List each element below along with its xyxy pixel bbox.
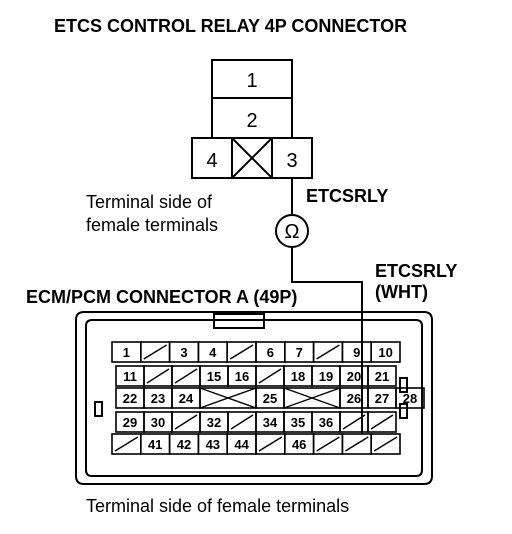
- terminal-number: 27: [375, 391, 389, 406]
- side-key-left: [94, 401, 103, 417]
- terminal-number: 10: [378, 345, 392, 360]
- relay-pin-4: 4: [206, 150, 217, 172]
- ecm-bottom-label: Terminal side of female terminals: [86, 496, 350, 516]
- empty-terminal-slash: [143, 344, 167, 360]
- terminal-number: 9: [353, 345, 360, 360]
- terminal-number: 44: [234, 437, 249, 452]
- terminal-cell: [370, 433, 401, 455]
- empty-terminal-slash: [345, 436, 369, 452]
- empty-terminal-slash: [174, 368, 198, 384]
- probe-bottom-label-line2: (WHT): [375, 282, 428, 302]
- terminal-number: 30: [151, 415, 165, 430]
- probe-wires: [291, 178, 363, 434]
- terminal-number: 19: [319, 369, 333, 384]
- terminal-number: 32: [207, 415, 221, 430]
- empty-terminal-slash: [230, 414, 254, 430]
- terminal-number: 36: [319, 415, 333, 430]
- relay-pin-3: 3: [286, 150, 297, 172]
- empty-terminal-slash: [370, 414, 394, 430]
- terminal-number: 23: [151, 391, 165, 406]
- terminal-number: 25: [263, 391, 277, 406]
- terminal-number: 18: [291, 369, 305, 384]
- terminal-number: 24: [179, 391, 194, 406]
- empty-terminal-slash: [373, 436, 398, 452]
- empty-terminal-slash: [342, 414, 366, 430]
- ecm-connector-title: ECM/PCM CONNECTOR A (49P): [26, 287, 298, 307]
- terminal-number: 15: [207, 369, 221, 384]
- relay-pin-2: 2: [246, 110, 257, 132]
- terminal-number: 11: [123, 369, 137, 384]
- terminal-number: 20: [347, 369, 361, 384]
- empty-terminal-slash: [258, 436, 283, 452]
- ohm-symbol: Ω: [285, 221, 300, 243]
- relay-connector: [191, 59, 313, 179]
- terminal-number: 42: [177, 437, 191, 452]
- terminal-cell: [367, 411, 397, 433]
- terminal-cell: [395, 387, 425, 409]
- empty-terminal-slash: [174, 414, 198, 430]
- terminal-number: 16: [235, 369, 249, 384]
- terminal-number: 28: [403, 391, 417, 406]
- relay-empty-cross: [231, 137, 273, 179]
- empty-terminal-slash: [114, 436, 139, 452]
- probe-wire-ecm: [291, 248, 363, 434]
- side-key-right: [399, 377, 408, 393]
- terminal-number: 26: [347, 391, 361, 406]
- terminal-number: 6: [267, 345, 274, 360]
- terminal-number: 34: [263, 415, 278, 430]
- empty-terminal-slash: [316, 344, 340, 360]
- empty-terminal-cross: [199, 387, 257, 409]
- empty-terminal-slash: [258, 368, 282, 384]
- terminal-cell: [370, 341, 401, 363]
- terminal-number: 3: [180, 345, 187, 360]
- relay-side-label-line1: Terminal side of: [86, 192, 213, 212]
- ohmmeter-icon: [275, 214, 309, 248]
- relay-bottom-row: [191, 137, 313, 179]
- terminal-number: 22: [123, 391, 137, 406]
- probe-top-label: ETCSRLY: [306, 186, 389, 206]
- terminal-number: 1: [123, 345, 130, 360]
- terminal-number: 35: [291, 415, 305, 430]
- terminal-number: 29: [123, 415, 137, 430]
- relay-connector-title: ETCS CONTROL RELAY 4P CONNECTOR: [54, 16, 408, 36]
- terminal-number: 43: [206, 437, 220, 452]
- terminal-number: 41: [148, 437, 162, 452]
- connector-latch: [213, 313, 265, 329]
- empty-terminal-slash: [316, 436, 340, 452]
- terminal-number: 21: [375, 369, 389, 384]
- terminal-number: 46: [292, 437, 306, 452]
- ecm-connector-housing: [75, 311, 433, 485]
- empty-terminal-slash: [146, 368, 170, 384]
- side-key-right: [399, 403, 408, 419]
- empty-terminal-slash: [229, 344, 254, 360]
- terminal-cell: [367, 365, 397, 387]
- terminal-number: 7: [296, 345, 303, 360]
- probe-bottom-label-line1: ETCSRLY: [375, 261, 458, 281]
- relay-side-label-line2: female terminals: [86, 215, 219, 235]
- terminal-number: 4: [209, 345, 217, 360]
- relay-pin-1: 1: [246, 70, 257, 92]
- empty-terminal-cross: [283, 387, 341, 409]
